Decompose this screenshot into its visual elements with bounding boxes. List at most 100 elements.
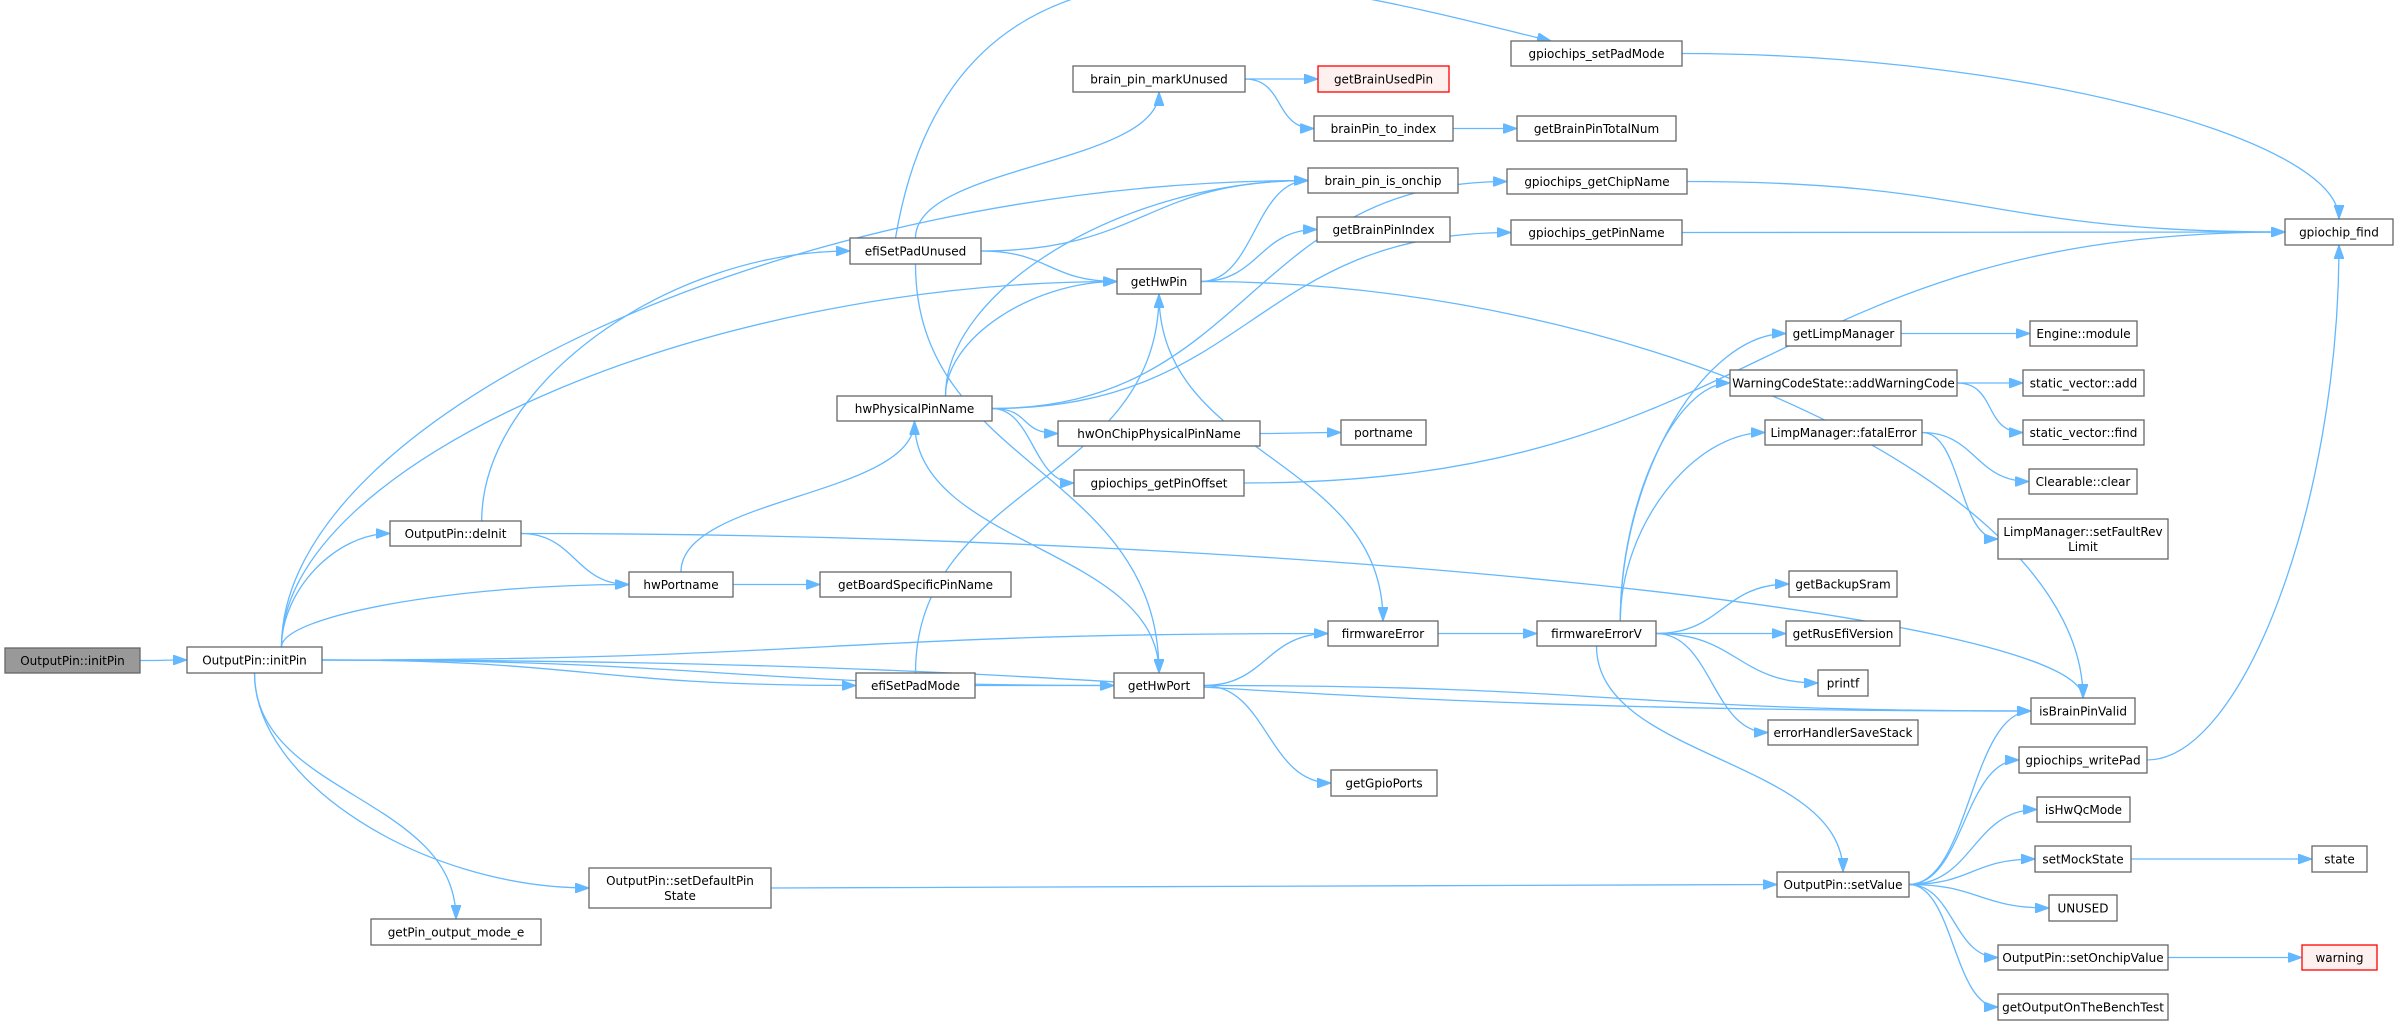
node-svFind[interactable]: static_vector::find	[2022, 419, 2145, 446]
node-getBoardSpecificPinName[interactable]: getBoardSpecificPinName	[819, 571, 1012, 598]
node-box[interactable]	[1788, 570, 1898, 598]
node-box[interactable]	[1997, 518, 2169, 560]
node-UNUSED[interactable]: UNUSED	[2048, 894, 2118, 922]
node-box[interactable]	[1072, 65, 1246, 93]
node-box[interactable]	[1997, 944, 2169, 971]
node-box[interactable]	[1785, 320, 1902, 347]
node-getPin_output_mode_e[interactable]: getPin_output_mode_e	[370, 918, 542, 946]
node-svAdd[interactable]: static_vector::add	[2022, 369, 2145, 397]
node-box[interactable]	[1516, 115, 1677, 142]
node-box[interactable]	[1536, 620, 1657, 647]
node-box[interactable]	[1057, 420, 1261, 447]
node-printf[interactable]: printf	[1817, 669, 1869, 697]
node-box[interactable]	[1510, 40, 1683, 67]
node-getLimpManager[interactable]: getLimpManager	[1785, 320, 1902, 347]
node-fatalError[interactable]: LimpManager::fatalError	[1764, 419, 1923, 446]
node-gpiochip_find[interactable]: gpiochip_find	[2284, 218, 2394, 246]
node-initPin[interactable]: OutputPin::initPin	[186, 646, 323, 674]
node-clearableClear[interactable]: Clearable::clear	[2028, 468, 2138, 495]
node-box[interactable]	[1817, 669, 1869, 697]
node-box[interactable]	[370, 918, 542, 946]
node-box[interactable]	[2029, 320, 2138, 347]
node-addWarningCode[interactable]: WarningCodeState::addWarningCode	[1729, 369, 1958, 397]
node-getHwPin[interactable]: getHwPin	[1116, 268, 1202, 295]
node-box[interactable]	[1776, 871, 1910, 898]
node-portname[interactable]: portname	[1340, 419, 1427, 446]
node-gpiochips_setPadMode[interactable]: gpiochips_setPadMode	[1510, 40, 1683, 67]
node-isHwQcMode[interactable]: isHwQcMode	[2036, 796, 2131, 823]
node-box[interactable]	[1729, 369, 1958, 397]
node-root[interactable]: OutputPin::initPin	[4, 647, 141, 674]
node-box[interactable]	[1113, 672, 1205, 699]
node-getBrainUsedPin[interactable]: getBrainUsedPin	[1317, 65, 1450, 93]
node-setOnchipValue[interactable]: OutputPin::setOnchipValue	[1997, 944, 2169, 971]
node-engineModule[interactable]: Engine::module	[2029, 320, 2138, 347]
node-getRusEfiVersion[interactable]: getRusEfiVersion	[1785, 620, 1901, 647]
node-getGpioPorts[interactable]: getGpioPorts	[1330, 769, 1438, 797]
node-box[interactable]	[1307, 167, 1459, 194]
node-gpiochips_writePad[interactable]: gpiochips_writePad	[2018, 746, 2148, 774]
node-box[interactable]	[389, 520, 522, 547]
node-box[interactable]	[2301, 944, 2378, 971]
node-hwPortname[interactable]: hwPortname	[628, 571, 734, 598]
node-box[interactable]	[1767, 719, 1919, 746]
node-box[interactable]	[2284, 218, 2394, 246]
node-box[interactable]	[1327, 620, 1439, 647]
node-box[interactable]	[628, 571, 734, 598]
node-hwOnChipPhysicalPinName[interactable]: hwOnChipPhysicalPinName	[1057, 420, 1261, 447]
node-box[interactable]	[1340, 419, 1427, 446]
node-box[interactable]	[1316, 216, 1451, 243]
node-box[interactable]	[855, 672, 976, 699]
node-efiSetPadUnused[interactable]: efiSetPadUnused	[849, 237, 982, 265]
node-box[interactable]	[588, 867, 772, 909]
node-getBrainPinTotalNum[interactable]: getBrainPinTotalNum	[1516, 115, 1677, 142]
node-warning[interactable]: warning	[2301, 944, 2378, 971]
node-setValue[interactable]: OutputPin::setValue	[1776, 871, 1910, 898]
node-state[interactable]: state	[2311, 845, 2368, 873]
node-firmwareError[interactable]: firmwareError	[1327, 620, 1439, 647]
node-box[interactable]	[1073, 469, 1245, 497]
node-errorHandlerSaveStack[interactable]: errorHandlerSaveStack	[1767, 719, 1919, 746]
node-gpiochips_getPinOffset[interactable]: gpiochips_getPinOffset	[1073, 469, 1245, 497]
node-getOutputOnTheBenchTest[interactable]: getOutputOnTheBenchTest	[1997, 993, 2169, 1021]
node-box[interactable]	[2028, 468, 2138, 495]
node-brain_pin_markUnused[interactable]: brain_pin_markUnused	[1072, 65, 1246, 93]
node-box[interactable]	[2022, 369, 2145, 397]
node-box[interactable]	[2311, 845, 2368, 873]
node-box[interactable]	[849, 237, 982, 265]
node-deInit[interactable]: OutputPin::deInit	[389, 520, 522, 547]
node-box[interactable]	[1317, 65, 1450, 93]
node-getBrainPinIndex[interactable]: getBrainPinIndex	[1316, 216, 1451, 243]
node-box[interactable]	[2022, 419, 2145, 446]
node-box[interactable]	[1764, 419, 1923, 446]
node-box[interactable]	[819, 571, 1012, 598]
node-box[interactable]	[1506, 168, 1688, 195]
node-box[interactable]	[2018, 746, 2148, 774]
node-firmwareErrorV[interactable]: firmwareErrorV	[1536, 620, 1657, 647]
node-box[interactable]	[4, 647, 141, 674]
node-box[interactable]	[1313, 115, 1454, 142]
node-efiSetPadMode[interactable]: efiSetPadMode	[855, 672, 976, 699]
node-box[interactable]	[836, 395, 993, 422]
node-box[interactable]	[1997, 993, 2169, 1021]
node-box[interactable]	[2036, 796, 2131, 823]
node-box[interactable]	[1330, 769, 1438, 797]
node-setMockState[interactable]: setMockState	[2034, 845, 2132, 873]
node-isBrainPinValid[interactable]: isBrainPinValid	[2030, 697, 2136, 725]
node-box[interactable]	[1116, 268, 1202, 295]
node-box[interactable]	[2030, 697, 2136, 725]
node-brainPin_to_index[interactable]: brainPin_to_index	[1313, 115, 1454, 142]
node-hwPhysicalPinName[interactable]: hwPhysicalPinName	[836, 395, 993, 422]
node-box[interactable]	[1785, 620, 1901, 647]
node-box[interactable]	[186, 646, 323, 674]
node-box[interactable]	[1510, 219, 1683, 246]
node-getBackupSram[interactable]: getBackupSram	[1788, 570, 1898, 598]
node-gpiochips_getChipName[interactable]: gpiochips_getChipName	[1506, 168, 1688, 195]
node-gpiochips_getPinName[interactable]: gpiochips_getPinName	[1510, 219, 1683, 246]
node-getHwPort[interactable]: getHwPort	[1113, 672, 1205, 699]
node-box[interactable]	[2034, 845, 2132, 873]
node-box[interactable]	[2048, 894, 2118, 922]
node-brain_pin_is_onchip[interactable]: brain_pin_is_onchip	[1307, 167, 1459, 194]
